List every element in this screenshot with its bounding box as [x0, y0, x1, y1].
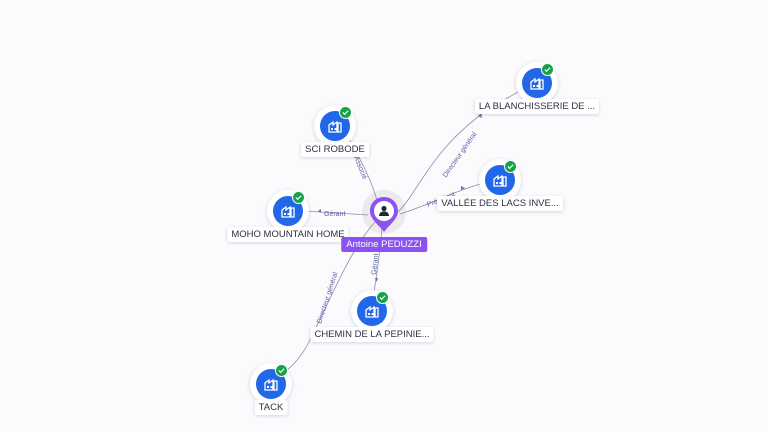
arrow-pepiniere [375, 278, 378, 282]
person-icon [370, 197, 398, 232]
edge-moho [303, 210, 369, 216]
verified-check-icon [504, 160, 517, 173]
company-node-moho[interactable] [267, 190, 309, 232]
arrow-blanchisserie [478, 113, 482, 118]
edge-label-robode: Associé [352, 155, 368, 180]
person-name-label[interactable]: Antoine PEDUZZI [341, 237, 427, 252]
company-label-robode[interactable]: SCI ROBODE [301, 142, 369, 157]
company-label-moho[interactable]: MOHO MOUNTAIN HOME [227, 227, 349, 242]
company-label-vallee[interactable]: VALLÉE DES LACS INVE... [437, 196, 563, 211]
company-node-vallee[interactable] [479, 159, 521, 201]
company-node-pepiniere[interactable] [351, 290, 393, 332]
arrow-moho [318, 209, 321, 213]
edge-label-blanchisserie: Directeur général [442, 131, 479, 179]
company-node-blanchisserie[interactable] [516, 62, 558, 104]
verified-check-icon [541, 63, 554, 76]
company-node-robode[interactable] [314, 105, 356, 147]
edge-label-tack: Directeur général [316, 271, 339, 325]
company-node-tack[interactable] [250, 363, 292, 405]
verified-check-icon [275, 364, 288, 377]
verified-check-icon [376, 291, 389, 304]
arrow-vallee [461, 186, 465, 190]
person-node[interactable] [362, 190, 406, 234]
company-label-tack[interactable]: TACK [254, 400, 288, 415]
verified-check-icon [339, 106, 352, 119]
edge-label-moho: Gérant [324, 211, 345, 218]
company-label-pepiniere[interactable]: CHEMIN DE LA PEPINIE... [310, 327, 434, 342]
edge-label-pepiniere: Gérant [371, 253, 380, 275]
verified-check-icon [292, 191, 305, 204]
company-label-blanchisserie[interactable]: LA BLANCHISSERIE DE ... [474, 99, 600, 114]
